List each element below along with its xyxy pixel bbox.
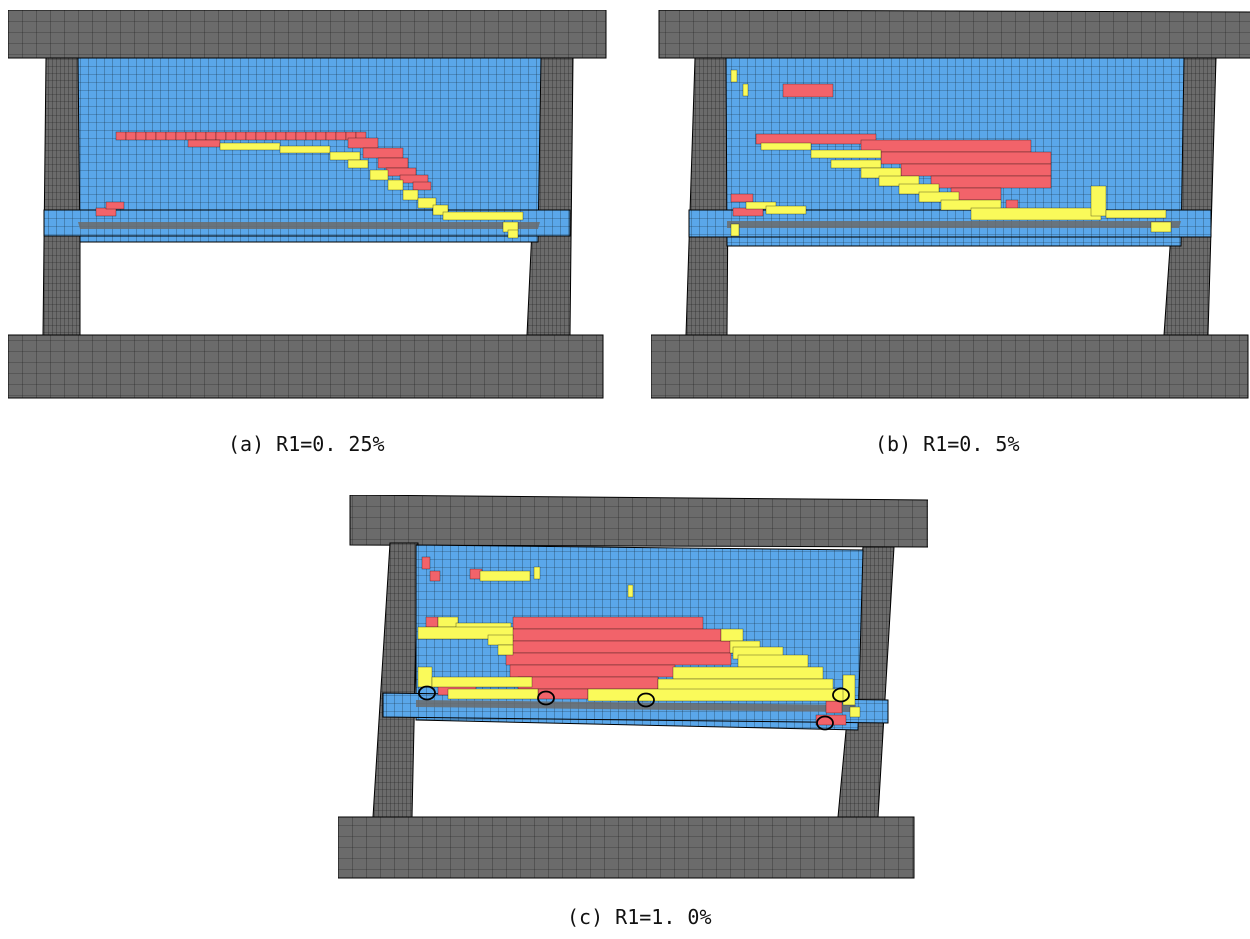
marker-circle (637, 692, 655, 708)
bottom-beam (338, 816, 915, 879)
marker-circle (816, 715, 834, 731)
crack-zone-yellow (417, 566, 861, 718)
crack-zone-red (95, 131, 432, 217)
mesh-diagram-b (651, 10, 1250, 399)
panel-a (8, 10, 608, 400)
caption-b: (b) R1=0. 5% (875, 432, 1020, 456)
marker-circle (832, 687, 850, 703)
bottom-beam (8, 334, 604, 399)
beam-band-core (78, 222, 540, 229)
panel-b (651, 10, 1250, 400)
marker-circle (418, 685, 436, 701)
beam-band-core (727, 221, 1181, 228)
mesh-diagram-a (8, 10, 607, 399)
crack-zone-red (421, 556, 847, 726)
left-column (372, 542, 419, 818)
crack-markers (418, 685, 850, 731)
top-beam (8, 10, 607, 59)
right-column (837, 546, 895, 818)
marker-circle (537, 690, 555, 706)
beam-band-core (416, 700, 856, 712)
mesh-diagram-c (338, 495, 928, 879)
crack-zone-yellow (730, 69, 1172, 237)
top-beam (658, 10, 1250, 59)
left-column (685, 57, 730, 336)
top-beam (349, 495, 928, 548)
bottom-beam (651, 334, 1249, 399)
crack-zone-red (730, 83, 1052, 217)
caption-c: (c) R1=1. 0% (567, 905, 712, 929)
crack-zone-yellow (219, 142, 524, 239)
panel-c (338, 495, 928, 885)
caption-a: (a) R1=0. 25% (228, 432, 385, 456)
left-column (42, 57, 81, 336)
